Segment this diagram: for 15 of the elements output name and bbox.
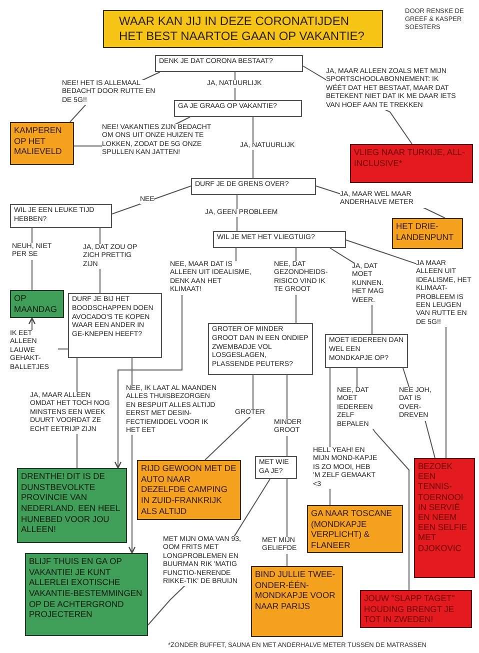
outcome-box: BIND JULLIE TWEE-ONDER-ÉÉN-MONDKAPJE VOOR NAAR PARIJS: [251, 566, 343, 637]
outcome-box: VLIEG NAAR TURKIJE, ALL-INCLUSIVE*: [350, 144, 473, 183]
title: WAAR KAN JIJ IN DEZE CORONATIJDEN HET BEST NAARTOE GAAN OP VAKANTIE?: [103, 10, 383, 48]
outcome-box: RIJD GEWOON MET DE AUTO NAAR DEZELFDE CAMPING IN ZUID-FRANKRIJK ALS ALTIJD: [137, 460, 241, 520]
connector-line: [204, 374, 254, 460]
outcome-box: DRENTHE! DIT IS DE DUNSTBEVOLKTE PROVINCIE VAN NEDERLAND. EEN HEEL HUNEBED VOOR JOU ALLEEN!: [17, 468, 127, 543]
outcome-box: BLIJF THUIS EN GA OP VAKANTIE! JE KUNT ALLERLEI EXOTISCHE VAKANTIE-BESTEMMINGEN OP DE ACHTERGROND PROJECTEREN: [25, 553, 148, 636]
outcome-box: BEZOEK EEN TENNIS-TOERNOOI IN SERVIË EN NEEM EEN SELFIE MET DJOKOVIC: [414, 458, 475, 578]
outcome-box: KAMPEREN OP HET MALIEVELD: [10, 122, 74, 165]
outcome-box: HET DRIE-LANDENPUNT: [392, 218, 463, 249]
connector-line: [252, 116, 254, 178]
outcome-box: OP MAANDAG: [10, 290, 64, 318]
outcome-box: JOUW "SLAPP TAGET" HOUDING BRENGT JE TOT IN ZWEDEN!: [360, 590, 472, 628]
outcome-box: GA NAAR TOSCANE (MONDKAPJE VERPLICHT) & FLANEER: [307, 505, 403, 553]
connector-line: [112, 186, 192, 214]
